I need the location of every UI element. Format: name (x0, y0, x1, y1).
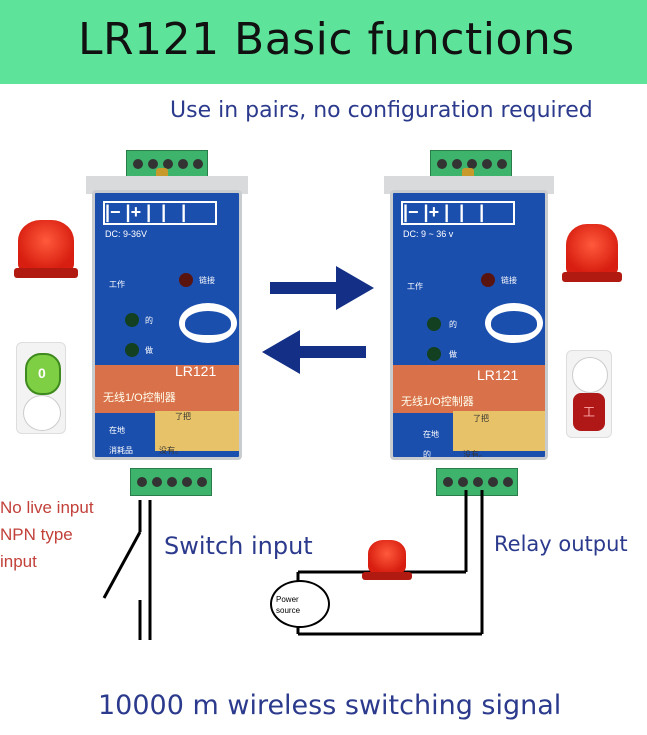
terminal-block-bottom (436, 468, 518, 496)
rocker-switch-icon: 0 (16, 342, 66, 434)
dc-label: DC: 9-36V (105, 229, 148, 239)
brand-logo (179, 303, 237, 343)
device-right: |− |+ | | | DC: 9 ~ 36 v 工作 链接 的 做 LR121… (384, 150, 554, 496)
link-led (179, 273, 193, 287)
arrow-right-icon (270, 266, 374, 310)
alarm-light-icon (18, 220, 74, 272)
switch-input-label: Switch input (164, 532, 313, 560)
status-led-b (427, 347, 441, 361)
dc-label: DC: 9 ~ 36 v (403, 229, 454, 239)
polarity-box: |− |+ | | | (103, 201, 217, 225)
model-label: LR121 (175, 363, 217, 379)
relay-output-label: Relay output (494, 532, 628, 556)
alarm-light-icon (368, 540, 406, 574)
model-label: LR121 (477, 367, 519, 383)
polarity-box: |− |+ | | | (401, 201, 515, 225)
page-title: LR121 Basic functions (78, 14, 575, 65)
device-left: |− |+ | | | DC: 9-36V 工作 链接 的 做 LR121 无线… (86, 150, 248, 496)
status-led-b (125, 343, 139, 357)
status-led-a (427, 317, 441, 331)
power-source: Power source (270, 580, 330, 628)
brand-logo (485, 303, 543, 343)
link-led (481, 273, 495, 287)
alarm-light-icon (566, 224, 618, 276)
footer-caption: 10000 m wireless switching signal (98, 690, 562, 721)
input-note: No live input NPN type input (0, 498, 94, 571)
arrow-left-icon (262, 330, 366, 374)
title-banner: LR121 Basic functions (0, 0, 647, 84)
device-body: |− |+ | | | DC: 9 ~ 36 v 工作 链接 的 做 LR121… (390, 190, 548, 460)
rocker-switch-icon: 工 (566, 350, 612, 438)
subtitle: Use in pairs, no configuration required (170, 98, 593, 123)
device-body: |− |+ | | | DC: 9-36V 工作 链接 的 做 LR121 无线… (92, 190, 242, 460)
terminal-block-bottom (130, 468, 212, 496)
status-led-a (125, 313, 139, 327)
